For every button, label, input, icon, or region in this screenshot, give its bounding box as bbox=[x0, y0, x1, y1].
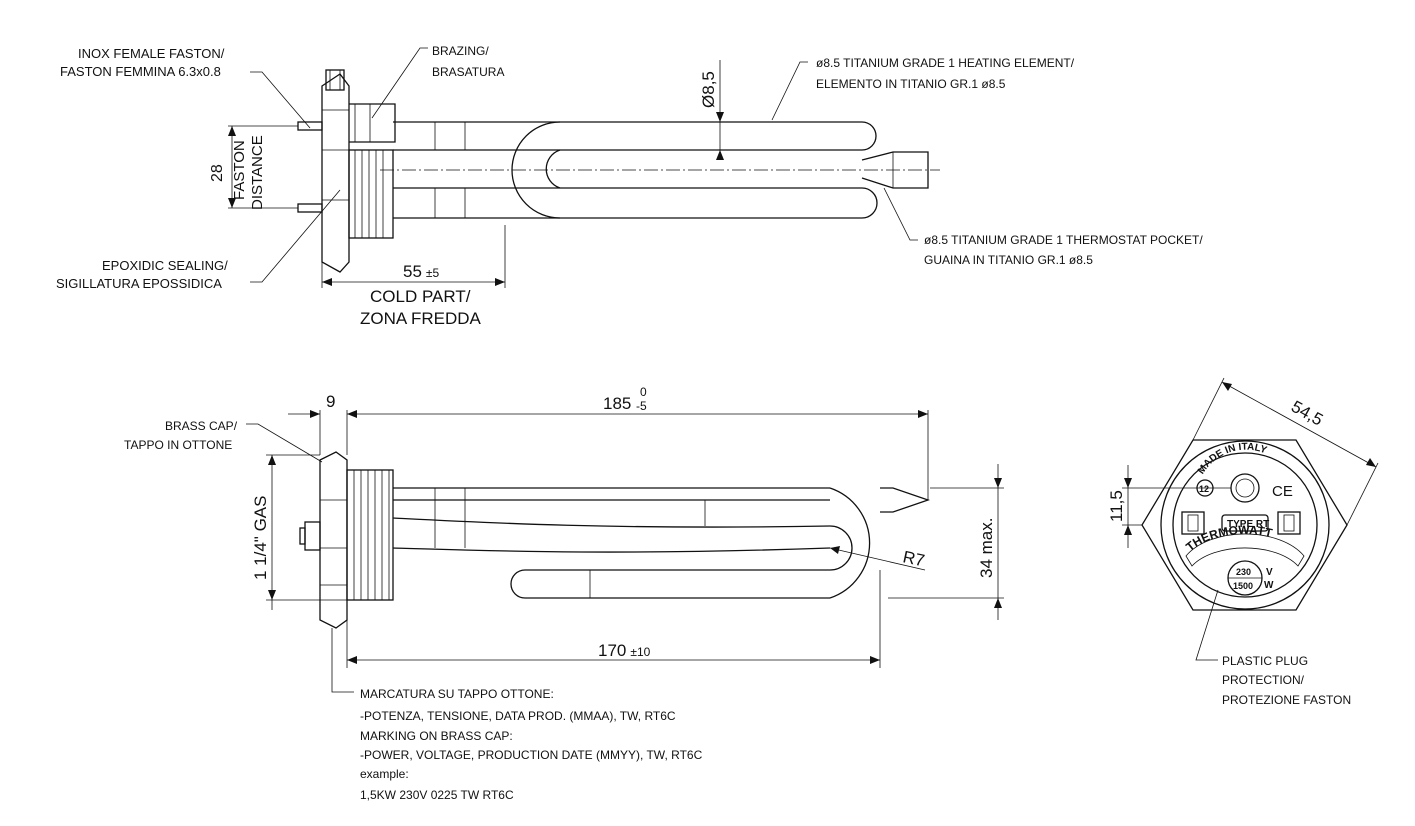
cold-part-label-en: COLD PART/ bbox=[370, 287, 471, 306]
sealing-label-it: SIGILLATURA EPOSSIDICA bbox=[56, 276, 222, 291]
bend-radius: R7 bbox=[901, 547, 926, 570]
thread-size: 1 1/4" GAS bbox=[251, 496, 270, 580]
voltage-unit: V bbox=[1266, 567, 1273, 578]
plastic-label-2: PROTECTION/ bbox=[1222, 673, 1305, 687]
diameter-value: 8,5 bbox=[699, 71, 718, 95]
note-line: example: bbox=[360, 767, 409, 781]
plastic-label-3: PROTEZIONE FASTON bbox=[1222, 693, 1351, 707]
overall-length: 185 bbox=[603, 394, 631, 413]
note-line: -POTENZA, TENSIONE, DATA PROD. (MMAA), T… bbox=[360, 709, 676, 723]
side-view: R7 9 185 0 -5 1 1/4" GAS 34 max. bbox=[124, 385, 1004, 802]
offset-dim: 11,5 bbox=[1107, 490, 1126, 522]
cap-code: 12 bbox=[1199, 484, 1209, 494]
sealing-label-en: EPOXIDIC SEALING/ bbox=[102, 258, 228, 273]
pocket-label-it: GUAINA IN TITANIO GR.1 ø8.5 bbox=[924, 253, 1093, 267]
overall-tol-up: 0 bbox=[640, 385, 647, 399]
brazing-label-it: BRASATURA bbox=[432, 65, 504, 79]
heating-label-en: ø8.5 TITANIUM GRADE 1 HEATING ELEMENT/ bbox=[816, 56, 1075, 70]
power-value: 1500 bbox=[1233, 581, 1253, 591]
cold-part-label-it: ZONA FREDDA bbox=[360, 309, 482, 328]
brazing-label-en: BRAZING/ bbox=[432, 44, 489, 58]
faston-distance-label-2: DISTANCE bbox=[249, 135, 266, 210]
top-view: Ø8,5 28 FASTON DISTANCE 55±5 COLD PART/ … bbox=[56, 44, 1203, 328]
type-label: TYPE RT bbox=[1227, 519, 1269, 530]
ce-mark: CE bbox=[1272, 483, 1293, 500]
made-in-label: MADE IN ITALY bbox=[1196, 442, 1269, 477]
element-length: 170±10 bbox=[598, 641, 651, 660]
brass-cap-label-it: TAPPO IN OTTONE bbox=[124, 438, 232, 452]
voltage-value: 230 bbox=[1236, 567, 1251, 577]
brass-cap-label-en: BRASS CAP/ bbox=[165, 419, 238, 433]
cap-thickness: 9 bbox=[326, 392, 335, 411]
heating-label-it: ELEMENTO IN TITANIO GR.1 ø8.5 bbox=[816, 77, 1006, 91]
faston-label-it: FASTON FEMMINA 6.3x0.8 bbox=[60, 64, 221, 79]
note-line: MARKING ON BRASS CAP: bbox=[360, 729, 513, 743]
faston-distance-value: 28 bbox=[209, 164, 226, 182]
plastic-label-1: PLASTIC PLUG bbox=[1222, 654, 1308, 668]
overall-tol-down: -5 bbox=[636, 399, 647, 413]
marking-notes: MARCATURA SU TAPPO OTTONE: -POTENZA, TEN… bbox=[360, 687, 703, 802]
pocket-label-en: ø8.5 TITANIUM GRADE 1 THERMOSTAT POCKET/ bbox=[924, 233, 1203, 247]
end-view: 12 CE MADE IN ITALY TYPE RT THERMOWATT 2… bbox=[1107, 377, 1379, 707]
note-line: 1,5KW 230V 0225 TW RT6C bbox=[360, 788, 514, 802]
diameter-dim: Ø8,5 bbox=[699, 71, 718, 108]
hex-size: 54,5 bbox=[1288, 397, 1326, 430]
cold-length: 55±5 bbox=[403, 262, 440, 281]
note-line: MARCATURA SU TAPPO OTTONE: bbox=[360, 687, 554, 701]
height-max: 34 max. bbox=[977, 518, 996, 578]
power-unit: W bbox=[1264, 580, 1274, 591]
faston-label-en: INOX FEMALE FASTON/ bbox=[78, 46, 225, 61]
note-line: -POWER, VOLTAGE, PRODUCTION DATE (MMYY),… bbox=[360, 748, 703, 762]
faston-distance-label-1: FASTON bbox=[231, 140, 248, 200]
